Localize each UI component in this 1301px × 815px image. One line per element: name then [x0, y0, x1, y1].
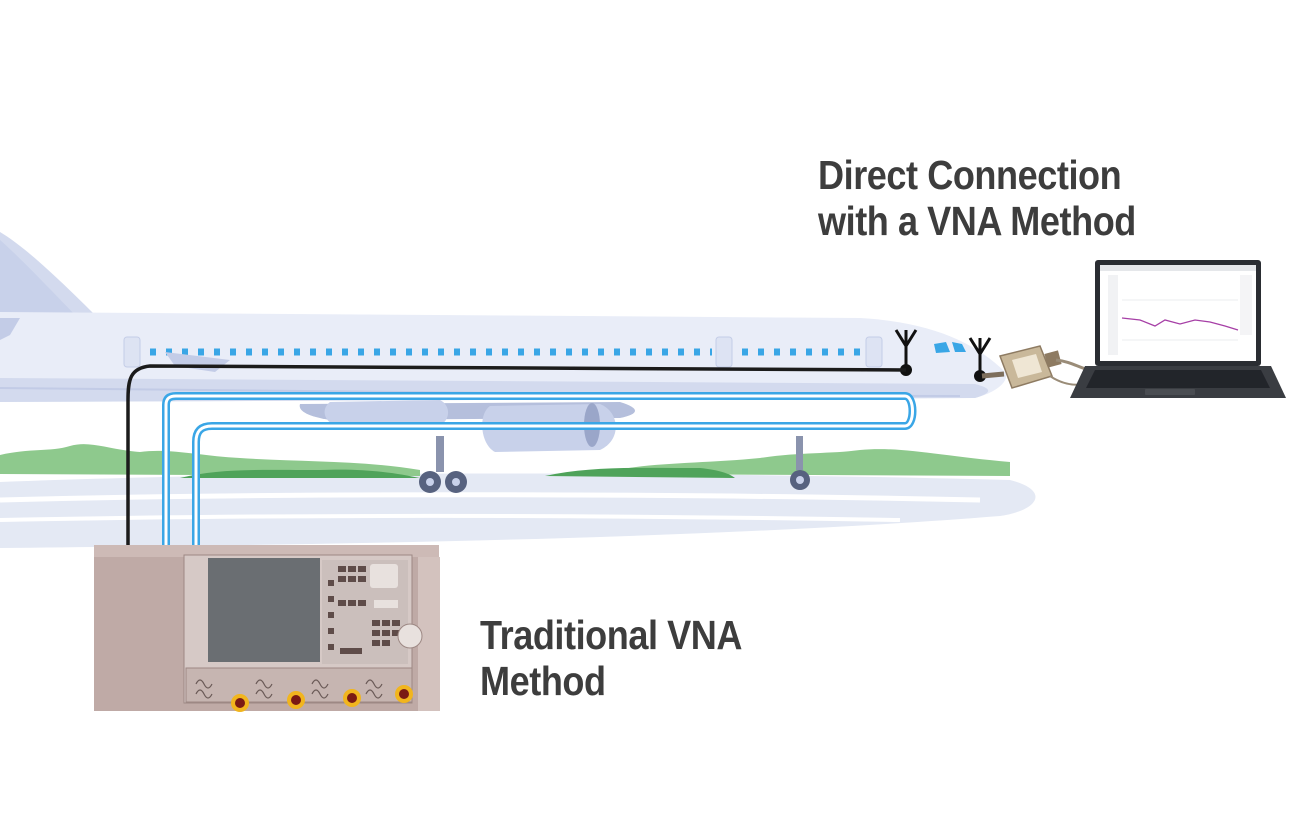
ground: [0, 473, 1036, 548]
traditional-method-label: Traditional VNA Method: [480, 612, 742, 704]
traditional-method-label-line2: Method: [480, 658, 606, 704]
traditional-method-label-line1: Traditional VNA: [480, 612, 743, 658]
grass: [0, 444, 1010, 478]
vna-instrument: [94, 545, 440, 712]
direct-method-label: Direct Connection with a VNA Method: [818, 152, 1136, 244]
vna-device: [981, 345, 1103, 389]
direct-method-label-line1: Direct Connection: [818, 152, 1122, 198]
antenna-icon: [968, 337, 992, 382]
airplane: [0, 232, 1007, 493]
laptop: [1070, 260, 1286, 398]
direct-method-label-line2: with a VNA Method: [818, 198, 1136, 244]
connector-port: [231, 685, 413, 712]
